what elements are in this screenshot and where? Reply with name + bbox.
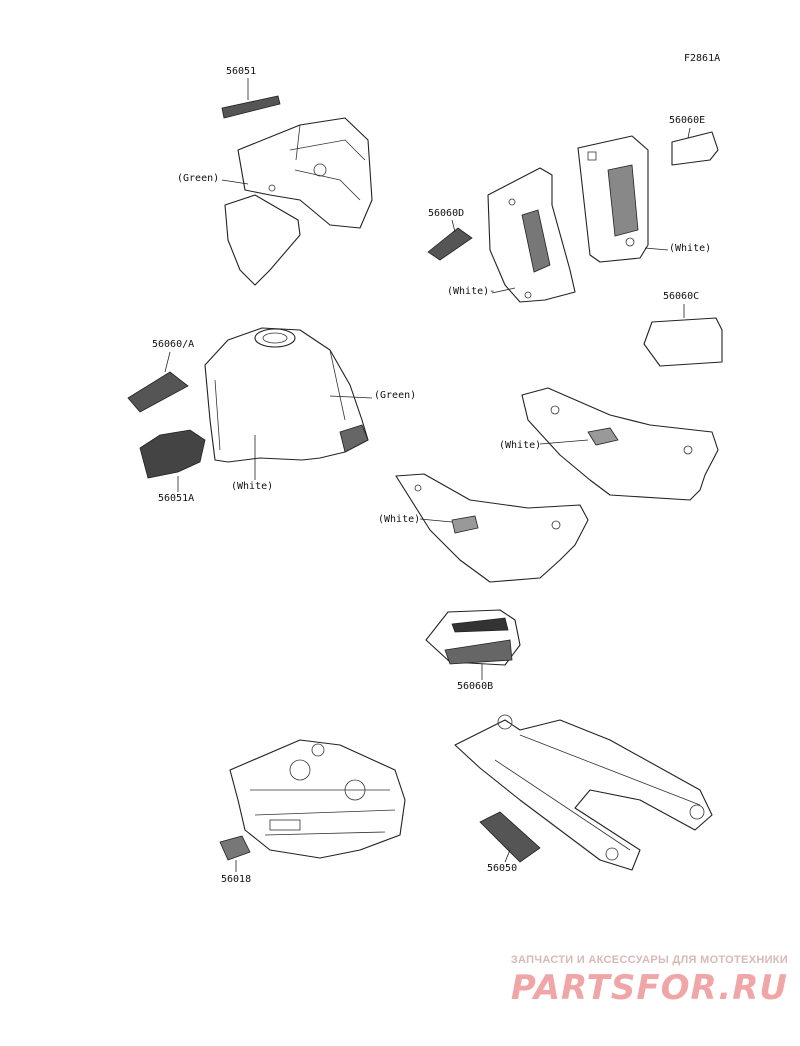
cylinder-head-drawing (219, 739, 406, 872)
part-number-56051A: 56051A (158, 493, 195, 504)
color-note-white-shroud-right: (White) (669, 243, 712, 254)
part-number-56018: 56018 (221, 874, 252, 885)
color-note-green-tank: (Green) (374, 390, 417, 401)
part-number-56051: 56051 (226, 66, 257, 77)
part-number-56060B: 56060B (457, 681, 494, 692)
side-plate-drawing (643, 304, 723, 367)
figure-code: F2861A (684, 53, 721, 64)
decal-56060B-drawing (425, 609, 521, 680)
side-cover-right-drawing (521, 387, 719, 501)
watermark-tagline: ЗАПЧАСТИ И АКСЕССУАРЫ ДЛЯ МОТОТЕХНИКИ (510, 954, 788, 966)
color-note-green-headlight: (Green) (177, 173, 220, 184)
fuel-tank-drawing (127, 327, 373, 492)
headlight-cowl-drawing (221, 78, 373, 286)
part-number-56060E: 56060E (669, 115, 706, 126)
color-note-white-tank: (White) (231, 481, 274, 492)
swing-arm-drawing (454, 714, 713, 871)
color-note-white-side-cover-right: (White) (499, 440, 542, 451)
radiator-shroud-drawing (427, 167, 576, 303)
watermark-brand: PARTSFOR.RU (510, 968, 788, 1008)
part-number-56060D: 56060D (428, 208, 465, 219)
color-note-white-side-cover-left: (White) (378, 514, 421, 525)
side-cover-left-drawing (395, 473, 589, 583)
front-panel-drawing (577, 127, 719, 263)
part-number-56060C: 56060C (663, 291, 700, 302)
color-note-white-shroud-left: (White)- (447, 286, 496, 297)
part-number-56050: 56050 (487, 863, 518, 874)
part-number-56060A: 56060/A (152, 339, 195, 350)
